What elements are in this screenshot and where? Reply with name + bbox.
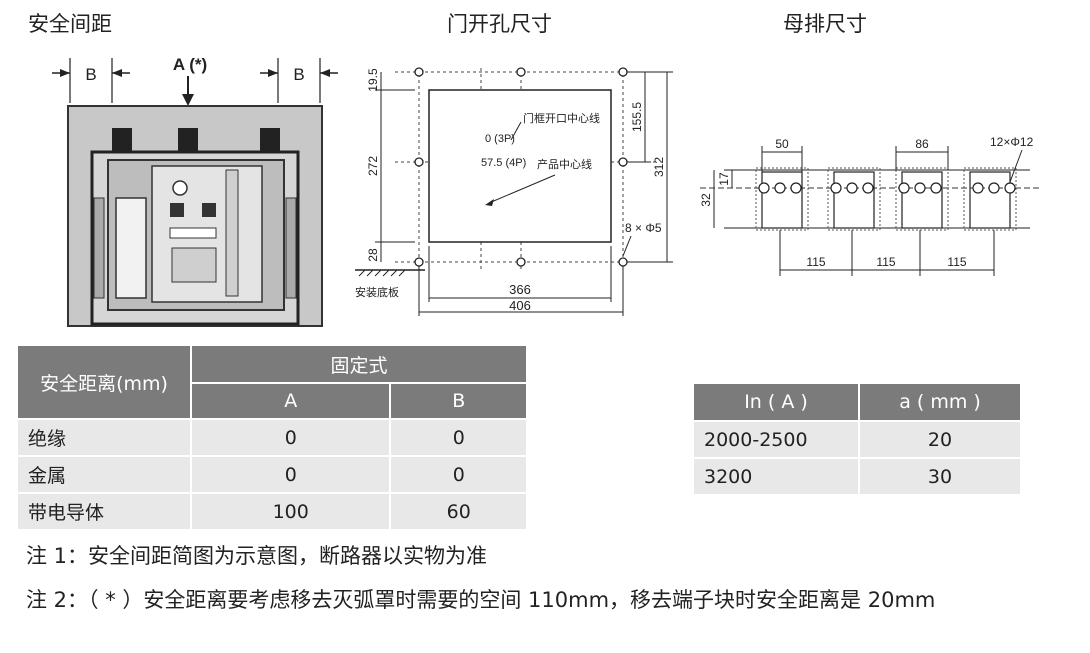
row-value-a: 100 [189, 492, 392, 531]
heading-busbar: 母排尺寸 [783, 12, 867, 36]
heading-door-cutout: 门开孔尺寸 [447, 12, 552, 36]
table-group-fixed: 固定式 [190, 344, 528, 384]
dim-28: 28 [366, 248, 380, 262]
row-current: 2000-2500 [692, 420, 860, 459]
dim-17: 17 [717, 172, 731, 186]
dim-406: 406 [509, 298, 531, 313]
label-base: 安装底板 [355, 285, 399, 299]
row-value-a: 0 [189, 455, 392, 494]
table-row: 3200 30 [692, 457, 1022, 496]
table-row: 金属 0 0 [16, 455, 528, 494]
dim-115-2: 115 [876, 255, 895, 269]
note-2: 注 2：（ * ）安全距离要考虑移去灭弧罩时需要的空间 110mm，移去端子块时… [26, 588, 936, 612]
table-col-b: B [389, 382, 528, 420]
row-value-b: 0 [389, 455, 528, 494]
row-label: 绝缘 [16, 418, 192, 457]
row-clearance: 20 [858, 420, 1022, 459]
table-row: 绝缘 0 0 [16, 418, 528, 457]
dim-86: 86 [915, 137, 929, 151]
heading-safety-clearance: 安全间距 [28, 12, 112, 36]
row-clearance: 30 [858, 457, 1022, 496]
dim-115-1: 115 [806, 255, 825, 269]
door-cutout-diagram: 19.5 272 28 155.5 312 0 (3P) 57.5 (4P) 门… [355, 67, 673, 316]
dim-312: 312 [652, 157, 666, 177]
label-0-3p: 0 (3P) [485, 133, 515, 145]
note-1: 注 1：安全间距简图为示意图，断路器以实物为准 [26, 544, 488, 568]
table-row: 带电导体 100 60 [16, 492, 528, 531]
label-door-center: 门框开口中心线 [523, 111, 600, 125]
dim-holes: 12×Φ12 [990, 135, 1034, 149]
label-57-5-4p: 57.5 (4P) [481, 157, 526, 169]
label-b-left: B [85, 65, 96, 84]
row-value-b: 60 [389, 492, 528, 531]
row-label: 带电导体 [16, 492, 192, 531]
current-clearance-table: In ( A ) a ( mm ) 2000-2500 20 3200 30 [692, 382, 1022, 496]
table-corner-label: 安全距离(mm) [16, 344, 192, 420]
label-b-right: B [293, 65, 304, 84]
dim-366: 366 [509, 282, 531, 297]
table-row: 2000-2500 20 [692, 420, 1022, 459]
label-product-center: 产品中心线 [537, 157, 592, 171]
dim-32: 32 [699, 193, 713, 207]
table-col-in: In ( A ) [692, 382, 860, 422]
dim-115-3: 115 [947, 255, 966, 269]
label-holes: 8 × Φ5 [625, 221, 662, 235]
dim-19-5: 19.5 [366, 68, 380, 92]
dim-272: 272 [366, 156, 380, 176]
dim-155-5: 155.5 [630, 102, 644, 132]
row-current: 3200 [692, 457, 860, 496]
busbar-diagram: 50 86 12×Φ12 32 17 115 115 115 [699, 135, 1040, 276]
row-label: 金属 [16, 455, 192, 494]
label-a: A (*) [173, 55, 207, 74]
safety-clearance-diagram: B B A (*) [52, 55, 338, 327]
row-value-a: 0 [189, 418, 392, 457]
dim-50: 50 [775, 137, 789, 151]
row-value-b: 0 [389, 418, 528, 457]
table-col-a-mm: a ( mm ) [858, 382, 1022, 422]
safety-distance-table: 安全距离(mm) 固定式 A B 绝缘 0 0 金属 0 0 带电导体 100 … [16, 344, 528, 531]
table-col-a: A [189, 382, 392, 420]
